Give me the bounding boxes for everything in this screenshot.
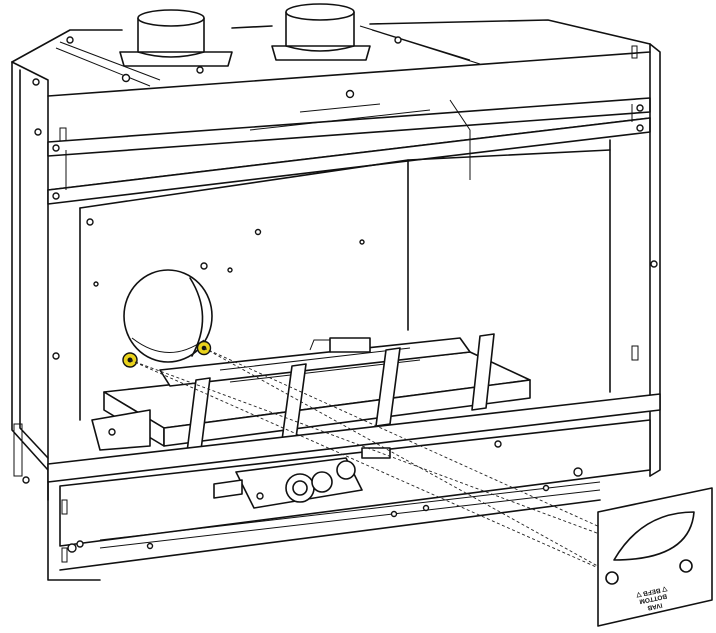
front-header-bar bbox=[47, 97, 651, 205]
vent-port-opening bbox=[123, 269, 213, 363]
access-cover-plate bbox=[597, 487, 713, 627]
vent-collar-left bbox=[119, 9, 233, 67]
gas-valve bbox=[213, 447, 391, 509]
cabinet-left-side bbox=[11, 61, 67, 501]
grate-bars bbox=[185, 333, 495, 461]
firebox-interior bbox=[52, 99, 611, 421]
vent-collar-right bbox=[271, 3, 371, 61]
cabinet-top bbox=[11, 19, 651, 99]
